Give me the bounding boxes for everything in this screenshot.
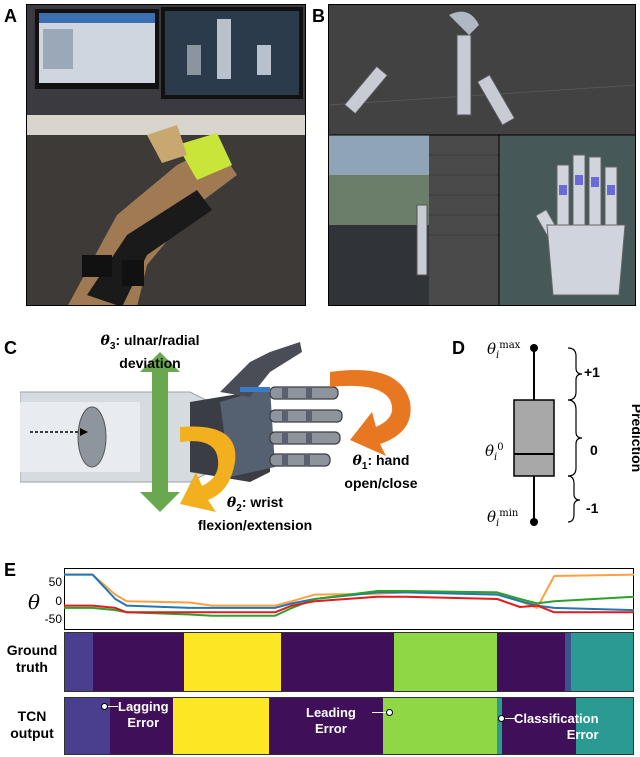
ground-truth-segment	[93, 633, 185, 691]
theta2-symbol: θ	[226, 495, 237, 511]
theta3-symbol: θ	[100, 333, 110, 349]
panel-b-render	[328, 4, 636, 306]
theta-max-sub: i	[496, 350, 500, 361]
minus-one-label: -1	[586, 500, 599, 516]
prediction-axis-label: Prediction	[629, 403, 640, 473]
theta-zero-label: θi0	[485, 442, 504, 463]
panel-letter-e: E	[4, 560, 17, 580]
lagging-error-line1: Lagging	[118, 699, 169, 714]
y-tick-0: 0	[55, 594, 62, 608]
classification-error-label: Classification Error	[514, 711, 599, 743]
plus-one-label: +1	[584, 364, 600, 380]
tcn-output-segment	[502, 698, 577, 754]
lagging-error-leader	[108, 706, 118, 707]
theta2-subscript: 2	[236, 502, 242, 514]
theta2-text-line2: flexion/extension	[197, 516, 313, 533]
tcn-output-segment	[172, 698, 270, 754]
theta1-symbol: θ	[352, 453, 362, 469]
hand-open-close-arrow	[330, 370, 411, 456]
classification-error-leader	[505, 718, 515, 719]
wrist-flexion-arrow	[180, 426, 236, 512]
leading-error-marker	[386, 709, 393, 716]
theta-max-label: θimax	[487, 340, 520, 361]
angle-line-chart	[64, 568, 634, 630]
tcn-output-segment	[269, 698, 384, 754]
tcn-output-segment	[496, 698, 503, 754]
leading-error-leader	[372, 712, 386, 713]
tcn-output-line2: output	[10, 725, 54, 741]
classification-error-line2: Error	[566, 727, 599, 742]
panel-a-photo	[26, 4, 306, 306]
panel-d-boxplot	[470, 334, 640, 534]
theta3-subscript: 3	[109, 340, 116, 352]
theta1-label: θ1: hand open/close	[336, 452, 426, 492]
ground-truth-segment	[496, 633, 565, 691]
prediction-range-diagram	[513, 344, 583, 526]
theta-zero-symbol: θ	[485, 442, 495, 460]
theta-y-label: θ	[28, 590, 41, 614]
ground-truth-segment	[280, 633, 395, 691]
panel-letter-b: B	[312, 6, 325, 26]
theta1-text: : hand	[367, 452, 410, 468]
panel-c-hand-illustration	[19, 332, 440, 542]
panel-letter-a: A	[4, 6, 17, 26]
tcn-output-segment	[383, 698, 497, 754]
theta3-text-line2: deviation	[119, 354, 181, 371]
y-tick-neg50: -50	[44, 612, 62, 626]
leading-error-line2: Error	[315, 721, 347, 736]
ground-truth-segment	[184, 633, 281, 691]
series-line-3	[64, 595, 634, 614]
lagging-error-line2: Error	[127, 715, 160, 730]
leading-error-label: Leading Error	[306, 705, 356, 737]
theta-zero-sup: 0	[497, 442, 504, 453]
ground-truth-segment	[394, 633, 497, 691]
tcn-output-line1: TCN	[17, 708, 47, 724]
series-line-0	[64, 573, 634, 609]
ground-truth-line1: Ground	[6, 642, 58, 658]
zero-label: 0	[590, 442, 598, 458]
ground-truth-line2: truth	[16, 659, 48, 675]
theta-min-label: θimin	[487, 508, 518, 529]
tcn-output-label: TCN output	[2, 708, 62, 742]
theta-min-symbol: θ	[487, 508, 497, 526]
theta1-subscript: 1	[361, 460, 368, 472]
theta2-text: : wrist	[241, 494, 284, 510]
classification-error-marker	[498, 715, 505, 722]
panel-letter-d: D	[452, 338, 465, 358]
theta-zero-sub: i	[494, 452, 498, 463]
theta2-label: θ2: wrist flexion/extension	[180, 494, 330, 534]
y-tick-50: 50	[48, 575, 62, 589]
ground-truth-bar	[64, 632, 634, 692]
prosthetic-hand-diagram	[19, 342, 411, 512]
tcn-output-segment	[110, 698, 173, 754]
ground-truth-label: Ground truth	[2, 642, 62, 676]
classification-error-line1: Classification	[514, 711, 599, 726]
ground-truth-segment	[65, 633, 94, 691]
leading-error-line1: Leading	[306, 705, 356, 720]
lagging-error-label: Lagging Error	[118, 699, 169, 731]
panel-letter-c: C	[4, 338, 17, 358]
tcn-output-bar	[64, 697, 634, 755]
tcn-output-segment	[576, 698, 633, 754]
theta3-label: θ3: ulnar/radial deviation	[80, 332, 220, 372]
theta1-text-line2: open/close	[344, 474, 418, 491]
ground-truth-segment	[570, 633, 633, 691]
theta-min-sup: min	[499, 508, 519, 519]
ulnar-radial-arrow	[140, 352, 180, 512]
theta-min-sub: i	[496, 518, 500, 529]
lagging-error-marker	[101, 703, 108, 710]
virtual-arm-illustration	[329, 5, 635, 305]
theta3-text: : ulnar/radial	[115, 332, 200, 348]
series-layer	[64, 573, 634, 617]
theta-max-sup: max	[499, 340, 521, 351]
lab-setup-illustration	[27, 5, 305, 305]
theta-max-symbol: θ	[487, 340, 497, 358]
series-line-1	[64, 573, 634, 612]
ground-truth-segment	[564, 633, 571, 691]
